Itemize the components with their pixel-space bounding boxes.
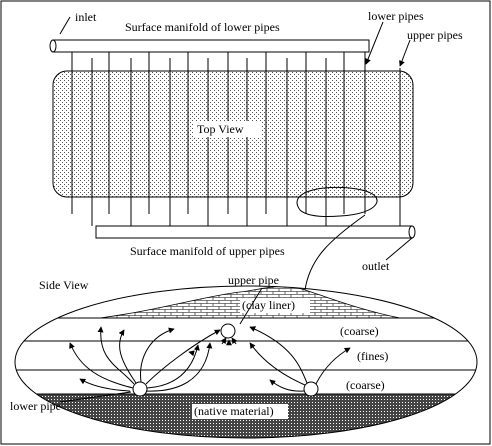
bottom-manifold-label: Surface manifold of upper pipes [130, 244, 285, 258]
top-manifold-label: Surface manifold of lower pipes [125, 20, 280, 34]
native-material-label: (native material) [194, 404, 274, 418]
inlet-label: inlet [75, 10, 97, 24]
outlet-leader [385, 237, 413, 261]
lower-pipe-lines [71, 52, 366, 214]
top-view-label-bg [194, 121, 262, 137]
upper-pipe-leader [239, 287, 263, 325]
upper-pipes-leader [399, 39, 411, 67]
top-view-label: Top View [197, 122, 244, 136]
lower-pipes-leader [365, 21, 384, 65]
lower-pipe-leader [59, 391, 132, 403]
upper-pipes-manifold [95, 225, 416, 239]
flow-arrows [69, 326, 351, 392]
upper-pipe-label: upper pipe [228, 273, 279, 287]
lower-pipe-circle-right [303, 381, 319, 397]
clay-liner-label: (clay liner) [242, 298, 295, 312]
upper-pipes-label: upper pipes [407, 28, 463, 42]
lower-pipe-circle-left [132, 381, 148, 397]
inlet-leader [59, 16, 71, 35]
zoom-callout-loop [296, 186, 378, 291]
lower-pipes-manifold [49, 39, 370, 53]
upper-pipe-circle [220, 323, 236, 339]
coarse-bottom-label: (coarse) [346, 378, 385, 392]
lower-pipe-label: lower pipe [10, 399, 61, 413]
outlet-label: outlet [362, 259, 390, 273]
side-view-label: Side View [39, 278, 89, 292]
coarse-top-label: (coarse) [340, 324, 379, 338]
side-view-ellipse [14, 285, 478, 439]
lower-pipes-label: lower pipes [368, 9, 424, 23]
fines-label: (fines) [357, 349, 388, 363]
upper-pipe-lines [91, 58, 401, 226]
